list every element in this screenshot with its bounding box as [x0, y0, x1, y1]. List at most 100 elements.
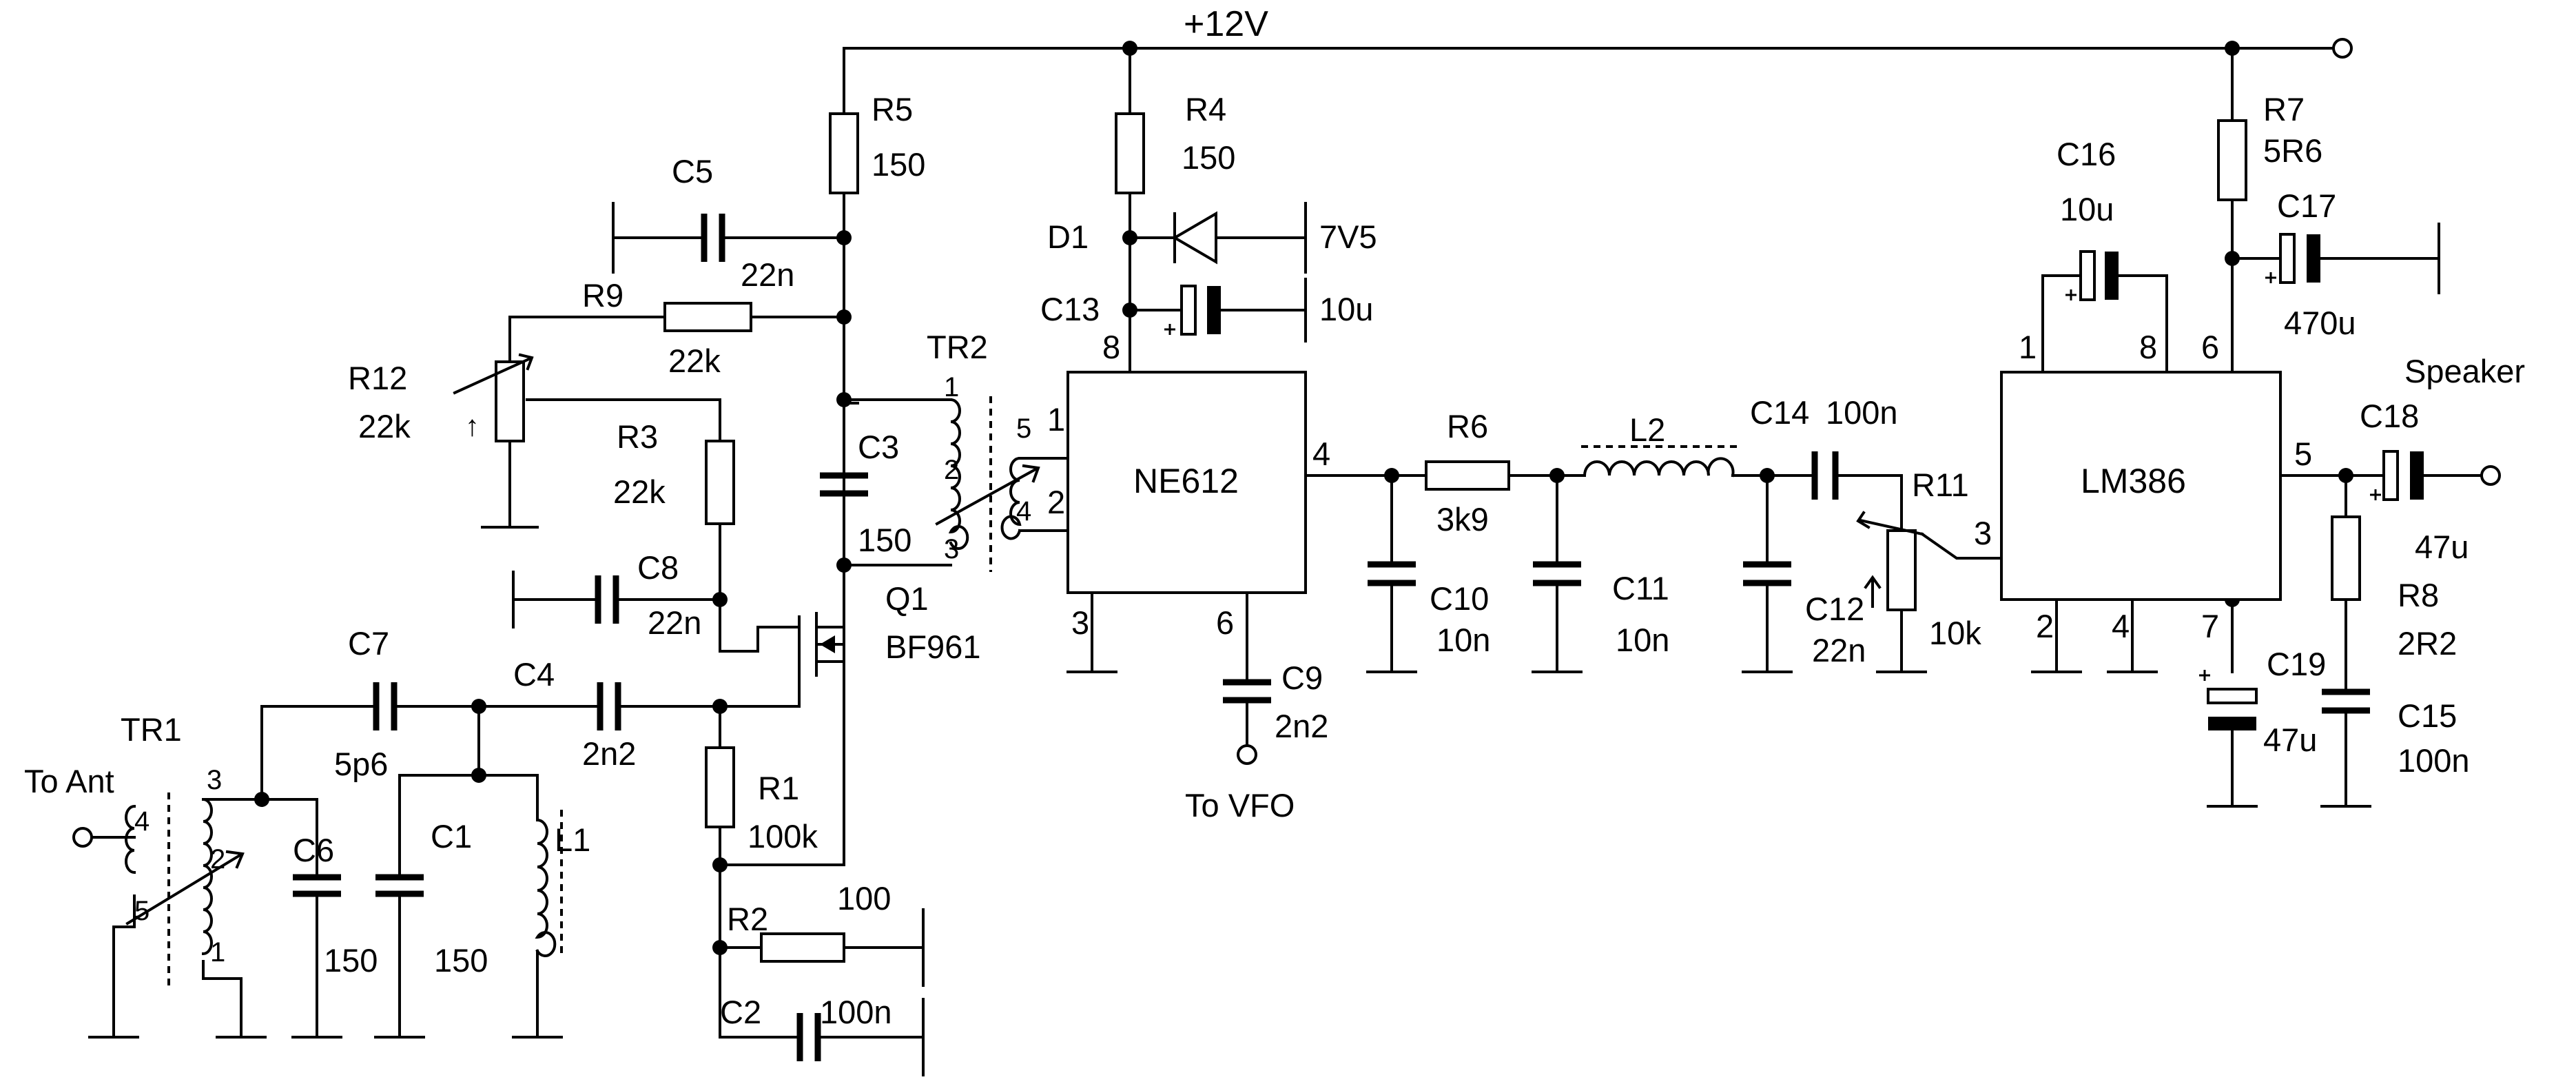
- svg-text:22k: 22k: [668, 342, 721, 379]
- svg-text:2: 2: [2036, 608, 2054, 644]
- svg-text:↑: ↑: [465, 409, 480, 442]
- d1-zener-diode: [1172, 211, 1217, 265]
- svg-text:L2: L2: [1629, 411, 1665, 448]
- r3-resistor: [705, 440, 735, 525]
- svg-text:150: 150: [1182, 139, 1235, 176]
- svg-text:4: 4: [1016, 496, 1031, 526]
- r1-resistor: [705, 746, 735, 828]
- c2-capacitor: [796, 1013, 821, 1061]
- r9-resistor: [663, 302, 752, 332]
- svg-text:TR2: TR2: [927, 329, 988, 365]
- svg-text:22n: 22n: [648, 604, 701, 641]
- svg-text:150: 150: [872, 146, 925, 183]
- c4-capacitor: [597, 682, 621, 730]
- svg-text:C10: C10: [1430, 580, 1489, 617]
- svg-text:100n: 100n: [2398, 742, 2470, 779]
- svg-text:R4: R4: [1185, 91, 1226, 127]
- tr2-transformer: [935, 396, 1040, 572]
- svg-text:C19: C19: [2267, 646, 2326, 682]
- svg-text:R2: R2: [727, 901, 768, 937]
- l1-inductor: [535, 810, 563, 957]
- svg-text:D1: D1: [1047, 218, 1089, 255]
- svg-text:3: 3: [944, 534, 959, 564]
- r5-resistor: [829, 112, 859, 194]
- r6-resistor: [1425, 460, 1510, 491]
- svg-text:47u: 47u: [2415, 529, 2469, 565]
- svg-text:150: 150: [434, 942, 488, 979]
- svg-text:6: 6: [2201, 329, 2219, 365]
- svg-text:8: 8: [1102, 329, 1120, 365]
- to-vfo-label: To VFO: [1185, 787, 1295, 824]
- svg-text:C5: C5: [672, 153, 713, 190]
- svg-text:4: 4: [2112, 608, 2130, 644]
- c16-electrolytic: [2065, 250, 2119, 301]
- svg-text:4: 4: [1312, 436, 1330, 472]
- c10-capacitor: [1368, 561, 1416, 586]
- svg-text:4: 4: [134, 806, 150, 837]
- svg-text:C16: C16: [2057, 136, 2116, 172]
- svg-text:C8: C8: [637, 549, 679, 586]
- svg-text:10u: 10u: [2060, 191, 2114, 227]
- svg-text:L1: L1: [555, 821, 590, 858]
- c11-capacitor: [1533, 561, 1581, 586]
- c7-capacitor: [373, 682, 398, 730]
- c8-capacitor: [595, 575, 619, 624]
- r8-resistor: [2331, 515, 2361, 601]
- svg-text:470u: 470u: [2284, 305, 2356, 341]
- svg-text:R8: R8: [2398, 577, 2439, 613]
- svg-text:C1: C1: [431, 818, 472, 855]
- svg-text:5: 5: [134, 896, 150, 926]
- svg-text:22k: 22k: [358, 408, 411, 444]
- svg-text:R3: R3: [617, 418, 658, 455]
- svg-text:6: 6: [1216, 604, 1234, 641]
- svg-text:1: 1: [944, 372, 959, 402]
- svg-text:R7: R7: [2263, 91, 2305, 127]
- svg-text:BF961: BF961: [885, 628, 980, 665]
- svg-text:47u: 47u: [2263, 722, 2317, 758]
- speaker-terminal: [2480, 465, 2501, 486]
- c12-adjust-arrow: [1864, 575, 1882, 608]
- svg-text:C7: C7: [348, 625, 389, 662]
- tr1-ref: TR1: [121, 711, 182, 748]
- svg-text:C12: C12: [1805, 591, 1864, 627]
- r12-potentiometer: [495, 360, 525, 442]
- svg-text:R12: R12: [348, 360, 407, 396]
- c19-electrolytic: [2199, 670, 2258, 730]
- svg-text:C18: C18: [2360, 398, 2419, 434]
- svg-text:NE612: NE612: [1133, 462, 1239, 500]
- r12-adjust-arrow: [453, 356, 533, 395]
- vfo-terminal: [1237, 744, 1257, 765]
- svg-text:3: 3: [207, 765, 222, 795]
- svg-text:1: 1: [210, 937, 225, 968]
- svg-text:7: 7: [2201, 608, 2219, 644]
- svg-text:22n: 22n: [741, 256, 794, 293]
- svg-text:C11: C11: [1612, 570, 1669, 606]
- svg-text:10u: 10u: [1319, 291, 1373, 327]
- r4-resistor: [1115, 112, 1145, 194]
- c12-capacitor: [1743, 561, 1791, 586]
- svg-text:5: 5: [1016, 413, 1031, 444]
- svg-text:150: 150: [858, 522, 911, 558]
- svg-text:1: 1: [1047, 401, 1065, 438]
- svg-text:C3: C3: [858, 429, 899, 465]
- svg-text:C17: C17: [2277, 187, 2336, 224]
- c17-electrolytic: [2265, 233, 2320, 284]
- svg-text:R1: R1: [758, 770, 799, 806]
- svg-text:2: 2: [210, 844, 225, 875]
- c13-electrolytic: [1164, 285, 1221, 336]
- svg-text:R6: R6: [1447, 408, 1488, 444]
- svg-text:R5: R5: [872, 91, 913, 127]
- r2-resistor: [760, 932, 845, 963]
- labels: +12V To Ant To VFO Speaker TR1 4 3 2 5 1…: [24, 4, 2525, 1030]
- svg-text:3k9: 3k9: [1436, 501, 1489, 538]
- svg-text:100k: 100k: [748, 818, 818, 855]
- svg-text:7V5: 7V5: [1319, 218, 1377, 255]
- svg-text:10n: 10n: [1436, 622, 1490, 658]
- c9-capacitor: [1223, 679, 1271, 704]
- r11-wiper: [1858, 518, 1924, 536]
- svg-text:2: 2: [944, 455, 959, 485]
- c18-electrolytic: [2370, 450, 2424, 501]
- svg-text:8: 8: [2139, 329, 2157, 365]
- svg-text:2n2: 2n2: [582, 735, 636, 772]
